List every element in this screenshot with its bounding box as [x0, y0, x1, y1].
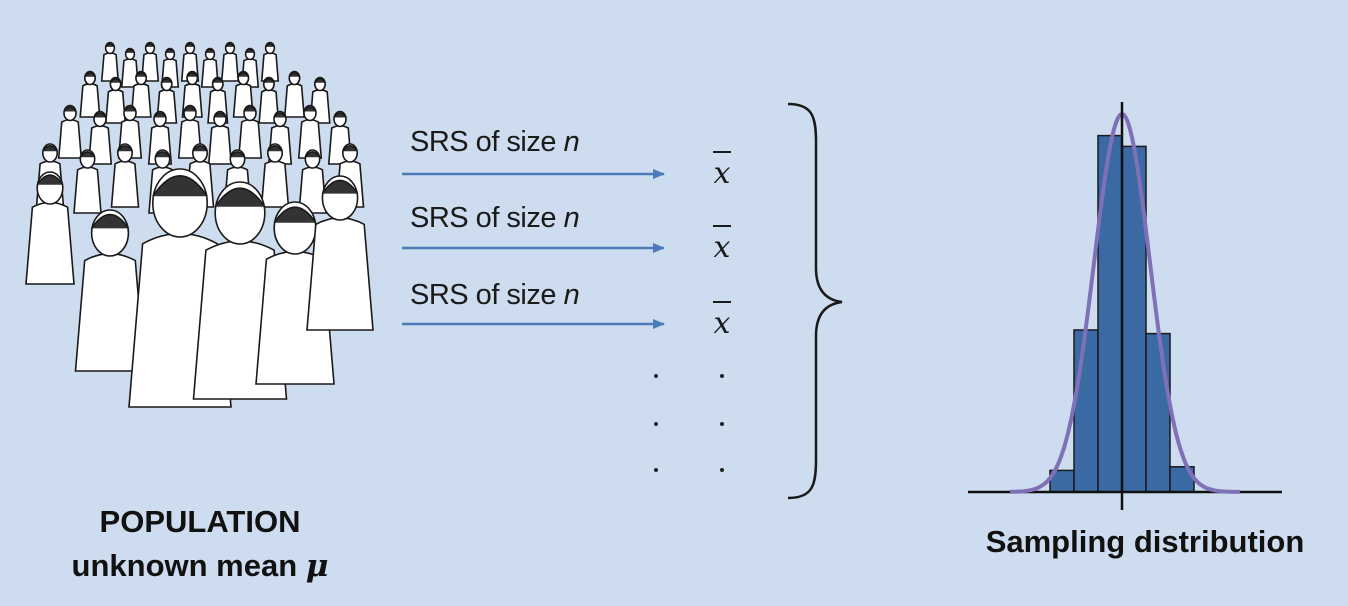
- sample-label-text: SRS of size: [410, 279, 564, 311]
- person-figure: [100, 41, 120, 82]
- person-figure: [260, 41, 280, 82]
- sampling-distribution-label: Sampling distribution: [985, 524, 1305, 559]
- histogram-bar: [1145, 332, 1171, 493]
- normal-curve: [1009, 111, 1240, 494]
- histogram-bar: [1073, 329, 1099, 493]
- continuation-dot: [654, 468, 658, 472]
- person-figure: [306, 175, 374, 331]
- sampling-distribution-chart: [968, 102, 1282, 510]
- person-figure: [207, 110, 233, 165]
- continuation-dot: [720, 422, 724, 426]
- sample-label-text: SRS of size: [410, 126, 564, 158]
- person-figure: [237, 104, 263, 159]
- continuation-dot: [720, 468, 724, 472]
- person-figure: [120, 47, 140, 88]
- person-figure: [74, 209, 146, 372]
- person-figure: [130, 70, 152, 118]
- person-figure: [25, 171, 75, 285]
- sample-mean-1: x: [710, 151, 734, 191]
- sample-label-3: SRS of size n: [410, 279, 580, 312]
- sample-mean-2: x: [710, 225, 734, 265]
- population-crowd-icon: [25, 41, 374, 408]
- continuation-dot: [654, 374, 658, 378]
- person-figure: [104, 76, 127, 124]
- mu-symbol: μ: [305, 548, 329, 584]
- person-figure: [110, 143, 140, 208]
- sample-label-2: SRS of size n: [410, 202, 580, 235]
- person-figure: [57, 104, 83, 159]
- person-figure: [73, 149, 102, 214]
- continuation-dot: [720, 374, 724, 378]
- right-brace-icon: [787, 102, 843, 500]
- population-subtitle: unknown mean μ: [20, 546, 380, 586]
- person-figure: [298, 149, 327, 214]
- continuation-dot: [654, 422, 658, 426]
- sample-mean-3: x: [710, 301, 734, 341]
- sample-size-var: n: [563, 279, 580, 311]
- sample-label-text: SRS of size: [410, 202, 564, 234]
- population-subtitle-text: unknown mean: [71, 548, 306, 583]
- person-figure: [297, 104, 323, 159]
- person-figure: [220, 41, 240, 82]
- person-figure: [260, 143, 290, 208]
- population-title: POPULATION: [99, 504, 301, 539]
- person-figure: [79, 70, 101, 118]
- sample-label-1: SRS of size n: [410, 126, 580, 159]
- person-figure: [117, 104, 143, 159]
- sample-size-var: n: [563, 126, 580, 158]
- sample-size-var: n: [563, 202, 580, 234]
